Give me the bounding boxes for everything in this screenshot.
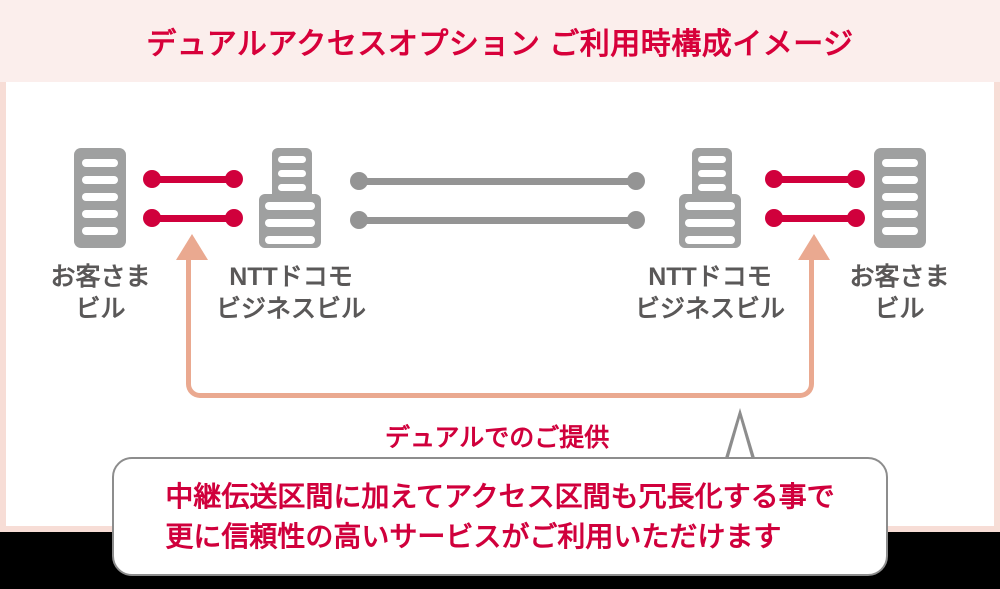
building-stripe <box>82 193 118 201</box>
building-stripe <box>278 156 306 163</box>
building-stripe <box>685 236 735 244</box>
link-endpoint-icon <box>765 209 783 227</box>
link-bar <box>149 214 237 222</box>
building-docomo-left-icon <box>259 148 321 248</box>
callout-box: 中継伝送区間に加えてアクセス区間も冗長化する事で 更に信頼性の高いサービスがご利… <box>112 457 888 576</box>
building-label-customer-left: お客さま ビル <box>28 261 173 325</box>
link-endpoint-icon <box>765 170 783 188</box>
building-label-line1: お客さま <box>50 263 151 291</box>
building-stripe <box>685 202 735 210</box>
bracket-label: デュアルでのご提供 <box>385 424 610 452</box>
link-relay-upper <box>350 172 645 190</box>
link-bar <box>356 177 639 185</box>
link-endpoint-icon <box>143 170 161 188</box>
link-bar <box>771 214 859 222</box>
link-endpoint-icon <box>847 209 865 227</box>
link-bar <box>149 175 237 183</box>
bracket-arrow-right-icon <box>798 234 830 260</box>
link-endpoint-icon <box>847 170 865 188</box>
building-stripe <box>82 227 118 235</box>
building-label-line1: NTTドコモ <box>648 263 772 291</box>
link-access-right-upper <box>765 170 865 188</box>
building-stripe <box>882 193 918 201</box>
link-endpoint-icon <box>225 170 243 188</box>
building-docomo-right-icon <box>679 148 741 248</box>
building-stripe <box>82 210 118 218</box>
building-label-line2: ビジネスビル <box>634 295 785 323</box>
building-stripe <box>82 176 118 184</box>
building-stripe <box>698 184 726 191</box>
link-endpoint-icon <box>350 211 368 229</box>
link-access-left-upper <box>143 170 243 188</box>
callout-line-1: 中継伝送区間に加えてアクセス区間も冗長化する事で <box>165 480 835 512</box>
header-band: デュアルアクセスオプション ご利用時構成イメージ <box>0 0 1000 82</box>
building-stripe <box>698 156 726 163</box>
callout-text: 中継伝送区間に加えてアクセス区間も冗長化する事で 更に信頼性の高いサービスがご利… <box>165 477 834 557</box>
bracket-arrow-left-icon <box>176 234 208 260</box>
building-stripe <box>882 227 918 235</box>
building-stripe <box>265 236 315 244</box>
building-stripe <box>882 176 918 184</box>
building-label-line1: NTTドコモ <box>229 263 353 291</box>
link-endpoint-icon <box>143 209 161 227</box>
building-label-docomo-right: NTTドコモ ビジネスビル <box>615 261 805 325</box>
building-customer-left-icon <box>74 148 126 248</box>
link-relay-lower <box>350 211 645 229</box>
link-endpoint-icon <box>627 172 645 190</box>
building-label-customer-right: お客さま ビル <box>827 261 972 325</box>
link-bar <box>771 175 859 183</box>
building-stripe <box>82 159 118 167</box>
building-stripe <box>882 159 918 167</box>
building-label-line2: ビジネスビル <box>215 295 366 323</box>
link-endpoint-icon <box>350 172 368 190</box>
dual-provision-bracket <box>186 256 814 398</box>
callout-line-2: 更に信頼性の高いサービスがご利用いただけます <box>165 520 782 552</box>
callout-pointer-fill <box>728 418 752 460</box>
building-customer-right-icon <box>874 148 926 248</box>
page-title: デュアルアクセスオプション ご利用時構成イメージ <box>146 28 854 61</box>
link-access-right-lower <box>765 209 865 227</box>
link-access-left-lower <box>143 209 243 227</box>
building-stripe <box>265 202 315 210</box>
building-stripe <box>278 184 306 191</box>
link-endpoint-icon <box>225 209 243 227</box>
building-stripe <box>278 170 306 177</box>
building-stripe <box>685 219 735 227</box>
link-bar <box>356 216 639 224</box>
building-stripe <box>265 219 315 227</box>
link-endpoint-icon <box>627 211 645 229</box>
building-stripe <box>882 210 918 218</box>
building-label-line1: お客さま <box>849 263 950 291</box>
building-stripe <box>698 170 726 177</box>
building-label-line2: ビル <box>874 295 925 323</box>
building-label-line2: ビル <box>75 295 126 323</box>
building-label-docomo-left: NTTドコモ ビジネスビル <box>196 261 386 325</box>
